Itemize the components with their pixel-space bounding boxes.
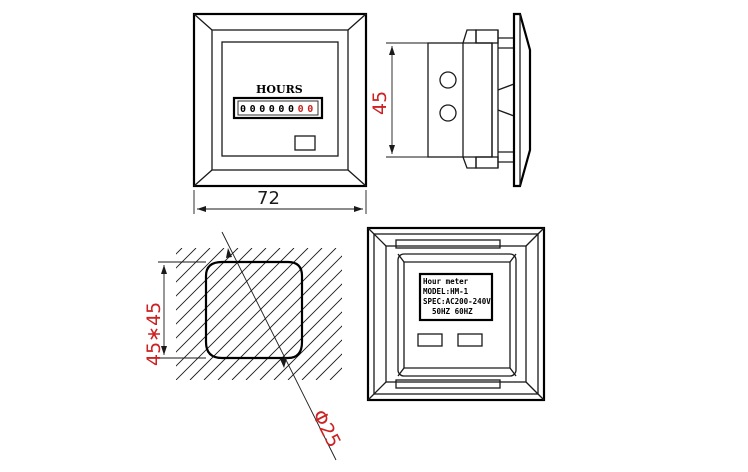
nameplate-text: Hour meterMODEL:HM-1SPEC:AC200-240V50HZ …: [423, 277, 491, 316]
nameplate: [418, 272, 494, 322]
counter-digit: 0: [278, 104, 284, 115]
hatch-line: [301, 339, 342, 380]
hatch-line: [176, 248, 225, 297]
hatch-line: [176, 248, 253, 325]
counter-digit: 0: [307, 104, 313, 115]
hatch-line: [245, 283, 342, 380]
front-bezel-outer: [192, 12, 368, 188]
cutout-dimension-label: 45∗45: [143, 302, 165, 366]
counter-digit: 0: [288, 104, 294, 115]
nameplate-line: 50HZ 60HZ: [432, 307, 473, 316]
counter-window: [232, 96, 324, 120]
side-body: [427, 42, 493, 158]
hatch-line: [273, 311, 342, 380]
hatch-line: [176, 248, 267, 339]
counter-digit: 0: [298, 104, 304, 115]
counter-digit: 0: [259, 104, 265, 115]
front-bezel-inner: [211, 29, 349, 171]
terminal-left: [417, 333, 443, 347]
nameplate-line: MODEL:HM-1: [423, 287, 469, 296]
terminal-screw-bottom: [439, 104, 457, 122]
hatch-line: [176, 248, 295, 367]
nameplate-line: Hour meter: [423, 277, 469, 286]
diameter-dimension-label: Φ25: [308, 406, 345, 451]
terminal-screw-top: [439, 71, 457, 89]
nameplate-line: SPEC:AC200-240V: [423, 297, 491, 306]
counter-digit: 0: [250, 104, 256, 115]
counter-digit: 0: [269, 104, 275, 115]
terminal-right: [457, 333, 483, 347]
hatch-line: [176, 248, 309, 380]
height-dimension-label: 45: [369, 91, 391, 115]
rear-bezel-outer: [366, 226, 546, 402]
cutout-outline: [204, 260, 304, 360]
hatch-line: [176, 248, 281, 353]
dial-face: [221, 41, 339, 157]
side-bezel: [512, 12, 532, 188]
hatch-line: [287, 325, 342, 380]
diameter-leader-line: [221, 231, 337, 461]
hatch-line: [176, 248, 211, 283]
width-dimension-label: 72: [257, 188, 280, 209]
panel-cutout-view: Φ25 45∗45: [143, 231, 345, 461]
hatch-line: [315, 353, 342, 380]
hatch-line: [231, 269, 342, 380]
hatch-line: [176, 248, 197, 269]
hatch-line: [176, 248, 239, 311]
dial-label: HOURS: [256, 83, 303, 96]
hatch-line: [259, 297, 342, 380]
hatch-line: [203, 248, 337, 380]
side-view: 45: [369, 12, 532, 188]
rear-view: Hour meterMODEL:HM-1SPEC:AC200-240V50HZ …: [366, 226, 546, 402]
counter-digit: 0: [240, 104, 246, 115]
reset-button: [294, 135, 316, 151]
rear-housing: [397, 253, 517, 377]
